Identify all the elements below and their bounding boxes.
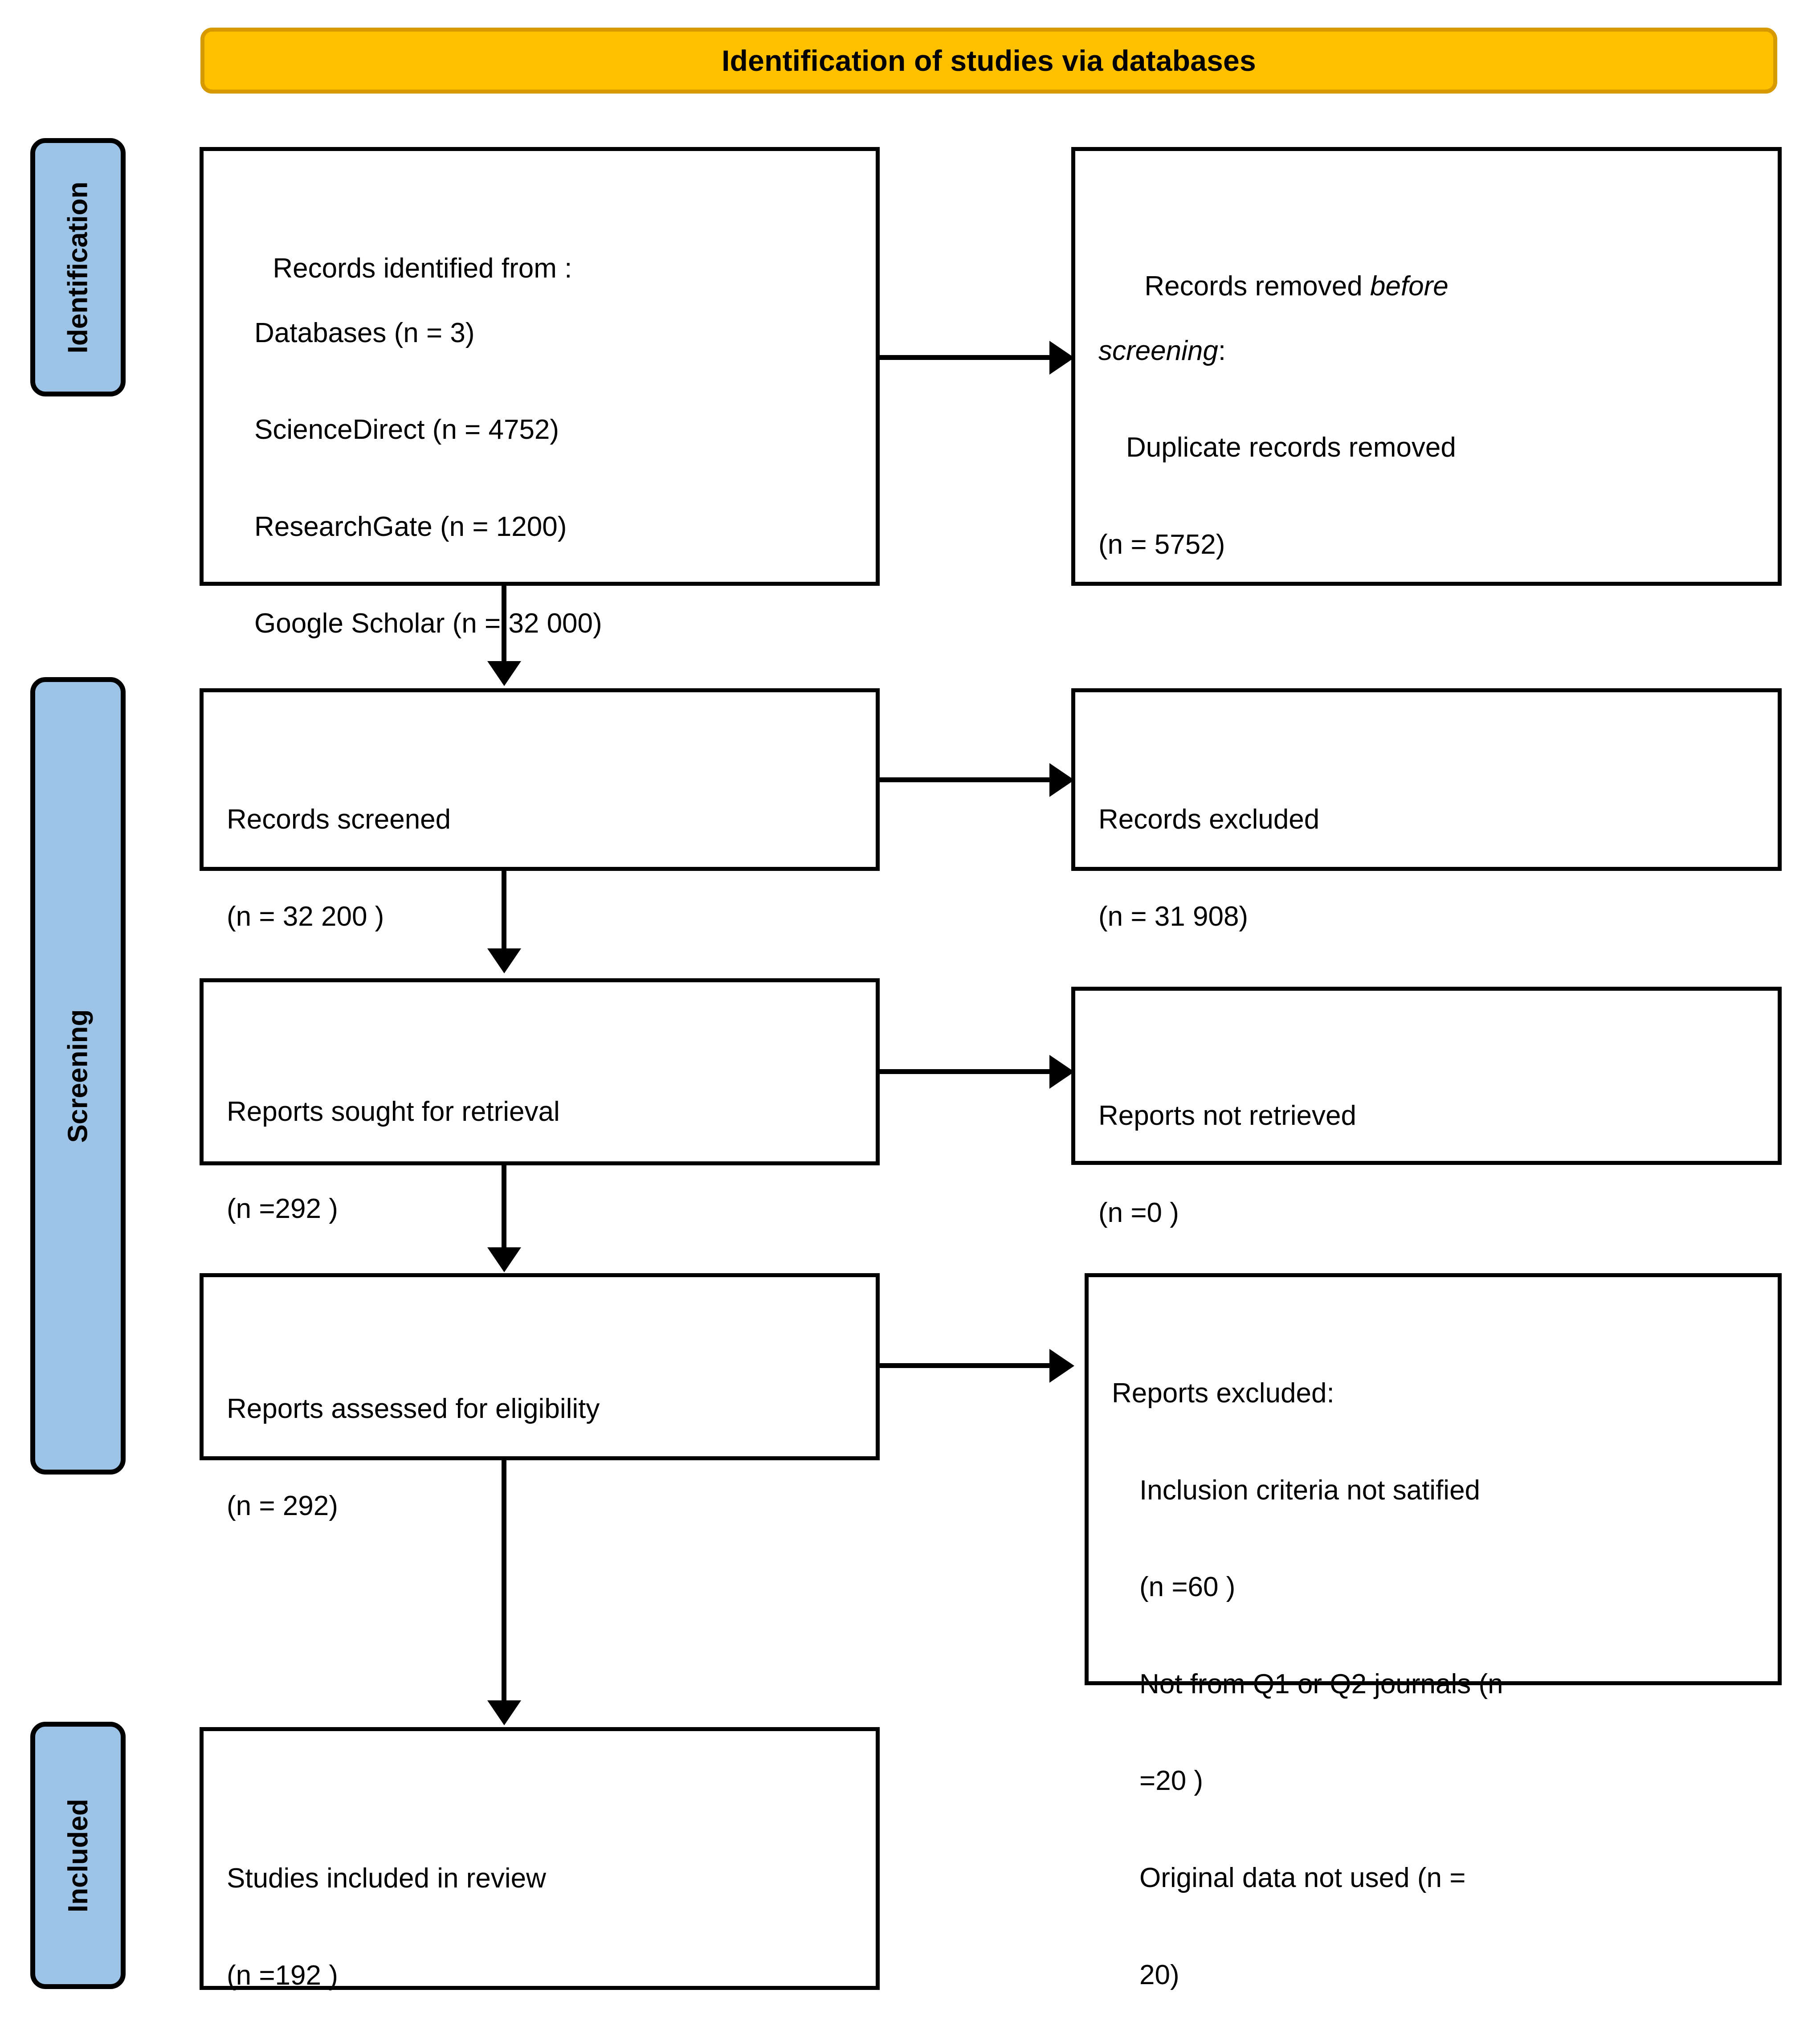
reports-assessed-line2: (n = 292) bbox=[227, 1490, 338, 1521]
sidebar-item-screening[interactable]: Screening bbox=[30, 677, 126, 1475]
connector-identified-to-removed bbox=[880, 355, 1053, 360]
reports-excluded-line5: =20 ) bbox=[1139, 1765, 1204, 1797]
records-screened-line1: Records screened bbox=[227, 804, 451, 835]
connector-assessed-to-included bbox=[502, 1460, 506, 1703]
box-records-identified: Records identified from : Databases (n =… bbox=[200, 147, 880, 736]
reports-excluded-line6: Original data not used (n = bbox=[1139, 1863, 1466, 1894]
arrow-down-icon bbox=[487, 661, 521, 686]
records-removed-line3: Duplicate records removed bbox=[1126, 432, 1456, 463]
reports-assessed-line1: Reports assessed for eligibility bbox=[227, 1393, 600, 1425]
box-reports-assessed: Reports assessed for eligibility (n = 29… bbox=[200, 1273, 880, 1521]
records-removed-line1-plain: Records removed bbox=[1144, 270, 1370, 302]
arrow-down-icon bbox=[487, 948, 521, 973]
sidebar-item-label: Included bbox=[62, 1798, 94, 1912]
records-removed-line2-plain: : bbox=[1218, 335, 1226, 366]
connector-identified-to-screened bbox=[502, 586, 506, 664]
records-removed-line1-italic: before bbox=[1370, 270, 1449, 302]
arrow-right-icon bbox=[1049, 341, 1074, 375]
sidebar-item-label: Screening bbox=[62, 1009, 94, 1143]
studies-included-line1: Studies included in review bbox=[227, 1863, 546, 1894]
records-identified-line1: Records identified from : bbox=[273, 253, 572, 284]
connector-sought-to-not-retrieved bbox=[880, 1069, 1053, 1074]
box-reports-sought: Reports sought for retrieval (n =292 ) bbox=[200, 978, 880, 1224]
records-screened-line2: (n = 32 200 ) bbox=[227, 901, 384, 932]
arrow-right-icon bbox=[1049, 1349, 1074, 1383]
page-title: Identification of studies via databases bbox=[722, 44, 1256, 77]
box-records-excluded: Records excluded (n = 31 908) bbox=[1071, 688, 1782, 932]
arrow-down-icon bbox=[487, 1700, 521, 1725]
box-studies-included: Studies included in review (n =192 ) bbox=[200, 1727, 880, 1991]
studies-included-line2: (n =192 ) bbox=[227, 1960, 338, 1991]
box-records-screened: Records screened (n = 32 200 ) bbox=[200, 688, 880, 932]
records-identified-line4: ResearchGate (n = 1200) bbox=[254, 511, 567, 542]
records-identified-line3: ScienceDirect (n = 4752) bbox=[254, 414, 559, 445]
sidebar-item-included[interactable]: Included bbox=[30, 1722, 126, 1989]
header-banner: Identification of studies via databases bbox=[200, 28, 1777, 94]
reports-excluded-line1: Reports excluded: bbox=[1112, 1378, 1334, 1409]
reports-excluded-line3: (n =60 ) bbox=[1139, 1572, 1236, 1603]
box-reports-not-retrieved: Reports not retrieved (n =0 ) bbox=[1071, 987, 1782, 1228]
box-reports-excluded: Reports excluded: Inclusion criteria not… bbox=[1085, 1273, 1782, 1990]
reports-not-retrieved-line1: Reports not retrieved bbox=[1098, 1100, 1356, 1132]
sidebar-item-label: Identification bbox=[62, 181, 94, 353]
reports-sought-line2: (n =292 ) bbox=[227, 1193, 338, 1224]
reports-excluded-line4: Not from Q1 or Q2 journals (n bbox=[1139, 1668, 1503, 1699]
connector-screened-to-sought bbox=[502, 871, 506, 951]
reports-not-retrieved-line2: (n =0 ) bbox=[1098, 1197, 1179, 1228]
records-removed-line4: (n = 5752) bbox=[1098, 529, 1225, 560]
records-excluded-line2: (n = 31 908) bbox=[1098, 901, 1249, 932]
connector-assessed-to-reports-excluded bbox=[880, 1363, 1053, 1368]
arrow-right-icon bbox=[1049, 763, 1074, 797]
sidebar-item-identification[interactable]: Identification bbox=[30, 138, 126, 396]
records-excluded-line1: Records excluded bbox=[1098, 804, 1320, 835]
records-identified-line2: Databases (n = 3) bbox=[254, 317, 475, 348]
box-records-removed: Records removed before screening: Duplic… bbox=[1071, 147, 1782, 586]
records-identified-line5: Google Scholar (n = 32 000) bbox=[254, 608, 602, 639]
connector-screened-to-excluded bbox=[880, 777, 1053, 782]
arrow-down-icon bbox=[487, 1247, 521, 1272]
reports-sought-line1: Reports sought for retrieval bbox=[227, 1096, 560, 1127]
arrow-right-icon bbox=[1049, 1055, 1074, 1089]
connector-sought-to-assessed bbox=[502, 1165, 506, 1250]
reports-excluded-line7: 20) bbox=[1139, 1959, 1179, 1990]
records-removed-line2-italic: screening bbox=[1098, 335, 1218, 366]
reports-excluded-line2: Inclusion criteria not satified bbox=[1139, 1475, 1481, 1506]
